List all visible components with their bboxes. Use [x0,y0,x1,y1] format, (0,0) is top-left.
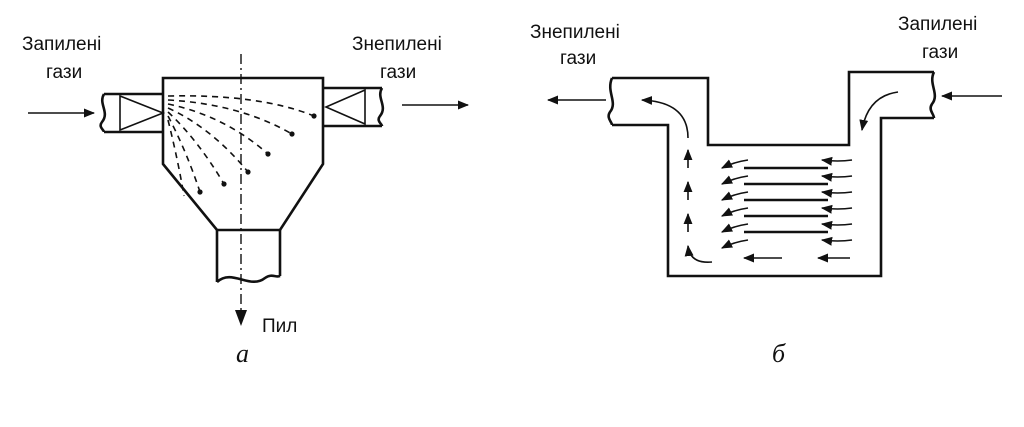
b-inlet-label-line1: Запилені [898,14,977,35]
a-outlet-label-line1: Знепилені [352,34,442,55]
diagram-a: Запилені гази Знепилені гази Пил [22,34,470,368]
a-outlet-label-line2: гази [380,62,416,83]
b-flow-arrows [720,156,853,263]
b-outlet-label-line1: Знепилені [530,22,620,43]
b-chamber-outline [612,70,934,278]
a-caption: а [236,339,249,368]
diagram-b: Знепилені гази Запилені гази [530,14,1002,368]
a-inlet-label-line1: Запилені [22,34,101,55]
a-inlet-label-line2: гази [46,62,82,83]
a-dust-label: Пил [262,316,297,337]
b-inlet-flow [859,91,899,132]
b-inlet-pipe-end [929,71,937,119]
b-outlet-pipe-end [607,77,615,126]
b-baffles [744,166,828,234]
a-particle-trajectories [167,95,317,197]
b-outlet-label-line2: гази [560,48,596,69]
a-inlet-pipe [99,92,166,134]
b-caption: б [772,339,786,368]
b-return-flow [640,95,713,263]
a-outlet-pipe [323,86,385,128]
a-dust-outlet-pipe [215,230,282,284]
a-chamber-body [161,76,325,232]
a-dust-arrow [235,310,247,326]
b-inlet-label-line2: гази [922,42,958,63]
